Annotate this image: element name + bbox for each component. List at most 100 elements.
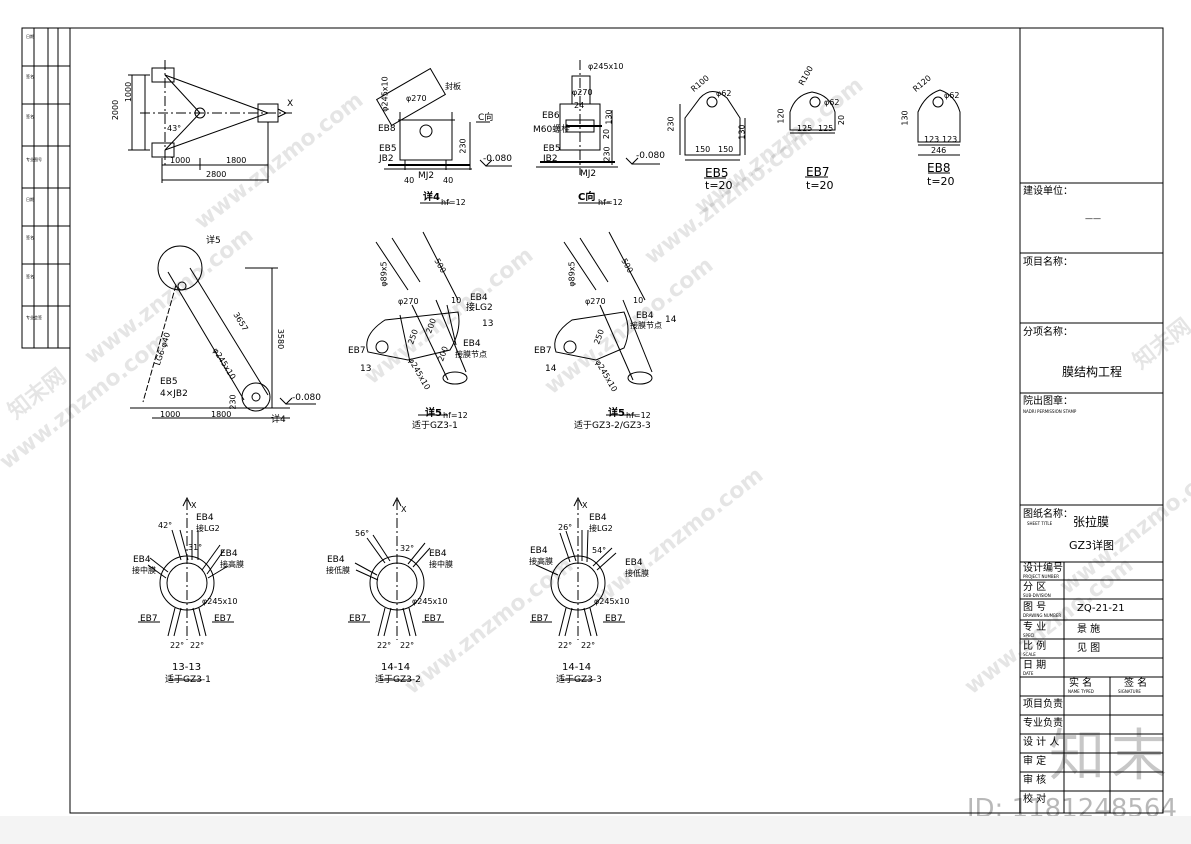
applies-label: 适于GZ3-1 (165, 675, 211, 685)
label: 14 (665, 315, 677, 325)
label: EB7 (424, 614, 442, 624)
strip-label: 专业会签 (26, 315, 42, 320)
drawing-number: ZQ-21-21 (1077, 603, 1125, 614)
strip-label: 日期 (26, 34, 34, 39)
plate-title: EB5 (705, 166, 729, 180)
plate-thickness: t=20 (705, 179, 733, 192)
strip-label: 专业图号 (26, 157, 42, 162)
detail-5a-diagram (366, 231, 468, 416)
label: 3580 (276, 328, 286, 350)
plate-eb8-diagram (917, 89, 961, 174)
sheet-title-2: GZ3详图 (1069, 539, 1115, 552)
label: 接高膜 (220, 560, 244, 569)
sheet-title-label: 图纸名称： (1023, 509, 1073, 520)
label: -0.080 (636, 151, 666, 161)
label: 31° (188, 543, 203, 552)
label: EB7 (349, 614, 367, 624)
angle-label: 43° (167, 124, 182, 133)
label: φ62 (944, 91, 960, 100)
label: EB4 (463, 339, 481, 349)
label: MJ2 (418, 171, 435, 181)
label: 130 (737, 124, 747, 140)
label: 接高膜 (529, 557, 553, 566)
label: 42° (158, 521, 173, 530)
label: JB2 (379, 154, 394, 164)
label: EB5 (543, 144, 561, 154)
label: X (582, 501, 588, 510)
sheet-title-1: 张拉膜 (1073, 515, 1110, 529)
applies-label: 适于GZ3-2/GZ3-3 (574, 421, 651, 431)
label: φ89x5 (379, 261, 389, 287)
label: φ270 (398, 297, 419, 306)
label: EB5 (379, 144, 397, 154)
label: EB4 (625, 558, 643, 568)
label: 32° (400, 544, 415, 553)
label: -0.080 (483, 154, 513, 164)
label: 120 (776, 108, 786, 124)
label: 接膜节点 (630, 321, 662, 330)
label: φ270 (406, 94, 427, 103)
stamp-en: NADRI PERMISSION STAMP (1023, 409, 1077, 414)
label: 26° (558, 523, 573, 532)
sign-row-label: 设 计 人 (1023, 737, 1060, 748)
label: φ270 (572, 88, 593, 97)
applies-label: 适于GZ3-1 (412, 421, 458, 431)
label: 230 (602, 146, 612, 162)
label: 125 (797, 124, 813, 133)
plan-diagram (128, 60, 292, 183)
label: 22° (400, 641, 415, 650)
plate-eb7-diagram (789, 91, 836, 178)
label: 123 (942, 135, 958, 144)
label: 接低膜 (625, 569, 649, 578)
row-label: 设计编号 (1023, 563, 1063, 574)
label: 接LG2 (196, 524, 220, 533)
label: 20 (837, 114, 847, 126)
strip-label: 签名 (26, 114, 34, 119)
section-14-14-a-diagram (348, 496, 444, 681)
label: EB4 (470, 293, 488, 303)
label: 13 (360, 364, 372, 374)
label: 10 (633, 296, 644, 305)
sub-project-label: 分项名称： (1023, 327, 1073, 338)
label: 230 (666, 116, 676, 132)
label: 22° (190, 641, 205, 650)
label: 详4 (271, 415, 286, 425)
label: 150 (718, 145, 734, 154)
detail-4-diagram (375, 67, 512, 204)
row-label: 图 号 (1023, 602, 1047, 613)
project-label: 项目名称： (1023, 257, 1073, 268)
detail-title: 详5 (608, 408, 625, 419)
section-13-13-diagram (138, 496, 234, 681)
section-title: 14-14 (562, 662, 592, 673)
detail-title: C向 (578, 192, 596, 203)
label: 接LG2 (466, 303, 493, 313)
label: 详5 (206, 236, 221, 246)
plate-thickness: t=20 (806, 179, 834, 192)
label: 14 (545, 364, 557, 374)
label: EB8 (378, 124, 396, 134)
applies-label: 适于GZ3-2 (375, 675, 421, 685)
label: φ245x10 (594, 597, 630, 606)
detail-sub: hf=12 (441, 198, 466, 207)
dim-label: 2800 (206, 170, 227, 179)
label: EB4 (220, 549, 238, 559)
row-label: 比 例 (1023, 641, 1047, 652)
label: M60螺栓 (533, 125, 571, 135)
label: 22° (581, 641, 596, 650)
plate-title: EB7 (806, 165, 830, 179)
label: 接低膜 (326, 566, 350, 575)
dim-label: 1000 (170, 156, 191, 165)
label: 接LG2 (589, 524, 613, 533)
bottom-bar (0, 816, 1191, 844)
label: 40 (404, 176, 415, 185)
axis-x-label: X (287, 99, 294, 109)
sub-project-value: 膜结构工程 (1062, 365, 1123, 379)
speciality-value: 景 施 (1077, 624, 1101, 635)
section-title: 13-13 (172, 662, 202, 673)
label: φ62 (716, 89, 732, 98)
c-view-diagram (536, 60, 660, 204)
label: MJ2 (580, 169, 597, 179)
label: 230 (228, 394, 238, 410)
